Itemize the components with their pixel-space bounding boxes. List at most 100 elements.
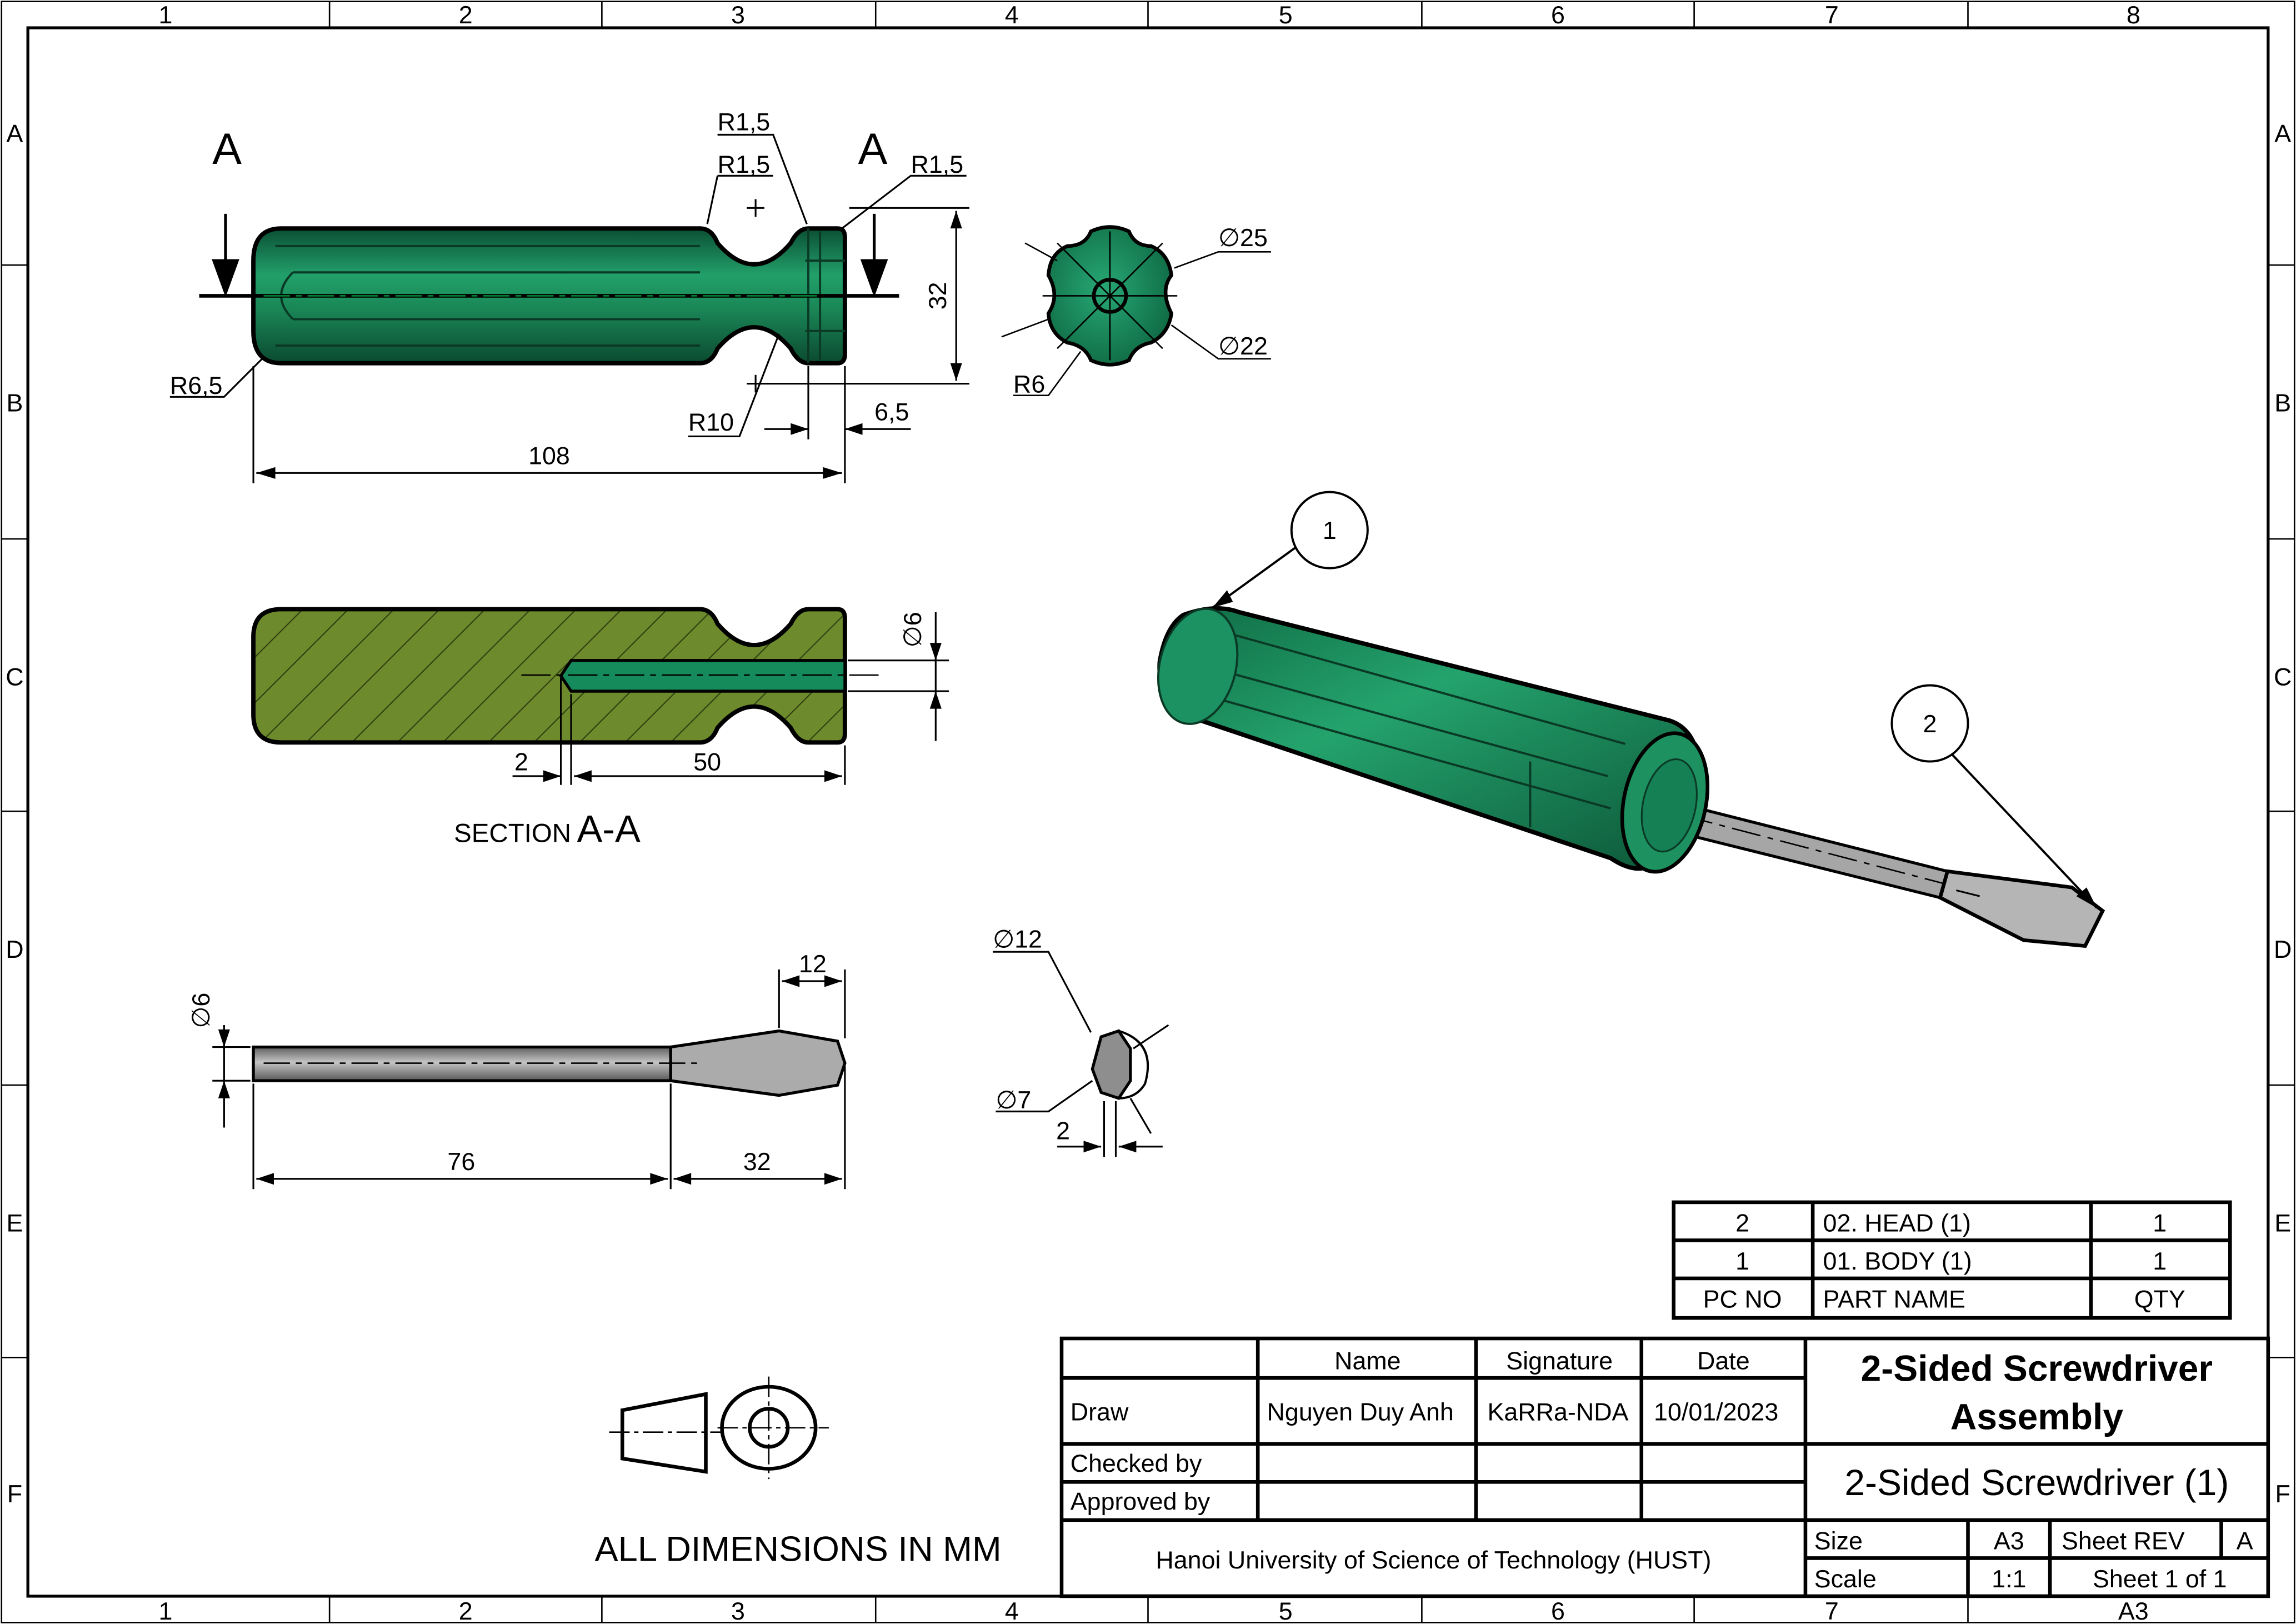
- tb-title-line2: Assembly: [1950, 1396, 2124, 1437]
- tip-end-view: ∅12 ∅7 2: [993, 925, 1169, 1157]
- dim-end-inner: ∅22: [1218, 332, 1268, 360]
- col-label-top-4: 4: [1005, 1, 1019, 29]
- title-block: Name Signature Date Draw Checked by Appr…: [1059, 1336, 2270, 1598]
- tb-draw-date: 10/01/2023: [1654, 1398, 1778, 1426]
- dim-end-outer: ∅25: [1218, 224, 1268, 252]
- section-label-name: A-A: [577, 808, 641, 851]
- blade: [669, 1029, 847, 1097]
- dim-r-top-2: R1,5: [718, 151, 771, 178]
- dim-length: 108: [528, 442, 570, 470]
- row-label-right-b: B: [2274, 389, 2291, 417]
- dim-height: 32: [924, 282, 952, 309]
- balloon-1-label: 1: [1323, 517, 1337, 544]
- tb-draw-name: Nguyen Duy Anh: [1267, 1398, 1454, 1426]
- dim-r-bottom: R10: [688, 408, 734, 436]
- section-view: ∅6 2 50 SECTION A-A: [251, 607, 949, 851]
- tb-row-draw: Draw: [1071, 1398, 1129, 1426]
- tb-col-date: Date: [1697, 1347, 1750, 1375]
- tb-scale-label: Scale: [1814, 1565, 1877, 1593]
- bom-row-1-qty: 1: [2153, 1210, 2167, 1237]
- frame-labels: 1 2 3 4 5 6 7 8 1 2 3 4 5 6 7 A3 A B C D…: [6, 1, 2292, 1624]
- section-mark-right: A: [858, 124, 888, 173]
- bom-header-name: PART NAME: [1823, 1286, 1965, 1313]
- dim-tip-inner: ∅7: [996, 1086, 1031, 1114]
- dim-section-depth: 50: [693, 748, 721, 776]
- balloon-1: [1290, 491, 1369, 569]
- dim-r-left: R6,5: [170, 372, 223, 399]
- row-label-right-d: D: [2274, 936, 2292, 963]
- iso-shaft: [1662, 799, 1949, 900]
- tb-rev-value: A: [2237, 1527, 2253, 1555]
- tb-size-value: A3: [1994, 1527, 2024, 1555]
- row-label-left-e: E: [7, 1210, 23, 1237]
- tb-drawing-name: 2-Sided Screwdriver (1): [1844, 1462, 2229, 1503]
- tb-row-approved: Approved by: [1071, 1487, 1210, 1515]
- iso-view: 1 2: [1157, 491, 2105, 948]
- dim-head-shaft-dia: ∅6: [187, 993, 215, 1028]
- row-label-left-a: A: [7, 120, 23, 148]
- dim-section-tip: 2: [514, 748, 528, 776]
- dim-end-radius: R6: [1013, 370, 1045, 398]
- tb-sheet-label: Sheet 1 of 1: [2093, 1565, 2227, 1593]
- section-label-prefix: SECTION: [454, 819, 571, 848]
- section-bore: [559, 659, 847, 693]
- balloon-2-label: 2: [1923, 710, 1937, 738]
- row-label-left-f: F: [7, 1480, 22, 1508]
- row-label-left-c: C: [6, 663, 23, 691]
- row-label-right-c: C: [2274, 663, 2292, 691]
- tb-title-line1: 2-Sided Screwdriver: [1861, 1347, 2213, 1388]
- iso-handle: [1157, 606, 1702, 871]
- tip-end-shape: [1091, 1029, 1132, 1100]
- row-label-right-a: A: [2274, 120, 2291, 148]
- tb-col-name: Name: [1334, 1347, 1401, 1375]
- col-label-top-2: 2: [459, 1, 473, 29]
- tb-rev-label: Sheet REV: [2062, 1527, 2185, 1555]
- col-label-bottom-4: 4: [1005, 1597, 1019, 1624]
- dim-r-top-3: R1,5: [911, 151, 964, 178]
- col-label-bottom-zone: A3: [2118, 1597, 2149, 1624]
- iso-blade: [1938, 869, 2105, 948]
- row-label-left-d: D: [6, 936, 23, 963]
- bom-row-2-qty: 1: [2153, 1247, 2167, 1275]
- row-label-right-f: F: [2275, 1480, 2290, 1508]
- tb-draw-signature: KaRRa-NDA: [1488, 1398, 1629, 1426]
- col-label-top-3: 3: [731, 1, 745, 29]
- head-view: ∅6 12 76 32: [187, 950, 847, 1190]
- front-view: A A R1,5 R1,5 R1,5 R6,5: [169, 108, 969, 483]
- col-label-top-1: 1: [158, 1, 172, 29]
- col-label-bottom-7: 7: [1825, 1597, 1839, 1624]
- tb-size-label: Size: [1814, 1527, 1863, 1555]
- col-label-bottom-5: 5: [1279, 1597, 1293, 1624]
- bom-row-2-pc: 1: [1735, 1247, 1749, 1275]
- tb-scale-value: 1:1: [1992, 1565, 2026, 1593]
- row-label-right-e: E: [2274, 1210, 2291, 1237]
- dim-head-blade-len: 32: [743, 1148, 771, 1176]
- end-view: ∅25 ∅22 R6: [1001, 224, 1271, 398]
- bom-header-pc: PC NO: [1703, 1286, 1782, 1313]
- dim-head-shaft-len: 76: [447, 1148, 475, 1176]
- tb-col-signature: Signature: [1506, 1347, 1613, 1375]
- row-label-left-b: B: [7, 389, 23, 417]
- col-label-bottom-1: 1: [158, 1597, 172, 1624]
- dim-tip-thick: 2: [1056, 1117, 1070, 1145]
- col-label-top-8: 8: [2127, 1, 2140, 29]
- bom-header-qty: QTY: [2134, 1286, 2185, 1313]
- dim-flange: 6,5: [874, 398, 909, 426]
- col-label-top-5: 5: [1279, 1, 1293, 29]
- units-note: ALL DIMENSIONS IN MM: [594, 1530, 1001, 1569]
- dim-section-hole: ∅6: [899, 612, 927, 647]
- balloon-2: [1890, 684, 1969, 763]
- col-label-bottom-3: 3: [731, 1597, 745, 1624]
- dim-r-top-1: R1,5: [718, 108, 771, 136]
- projection-symbol: [609, 1376, 829, 1480]
- section-mark-left: A: [212, 124, 242, 173]
- col-label-top-7: 7: [1825, 1, 1839, 29]
- col-label-bottom-6: 6: [1551, 1597, 1565, 1624]
- bom-row-1-name: 02. HEAD (1): [1823, 1210, 1971, 1237]
- col-label-top-6: 6: [1551, 1, 1565, 29]
- tb-row-checked: Checked by: [1071, 1450, 1202, 1477]
- bom-row-1-pc: 2: [1735, 1210, 1749, 1237]
- col-label-bottom-2: 2: [459, 1597, 473, 1624]
- dim-head-blade-width: 12: [799, 950, 827, 978]
